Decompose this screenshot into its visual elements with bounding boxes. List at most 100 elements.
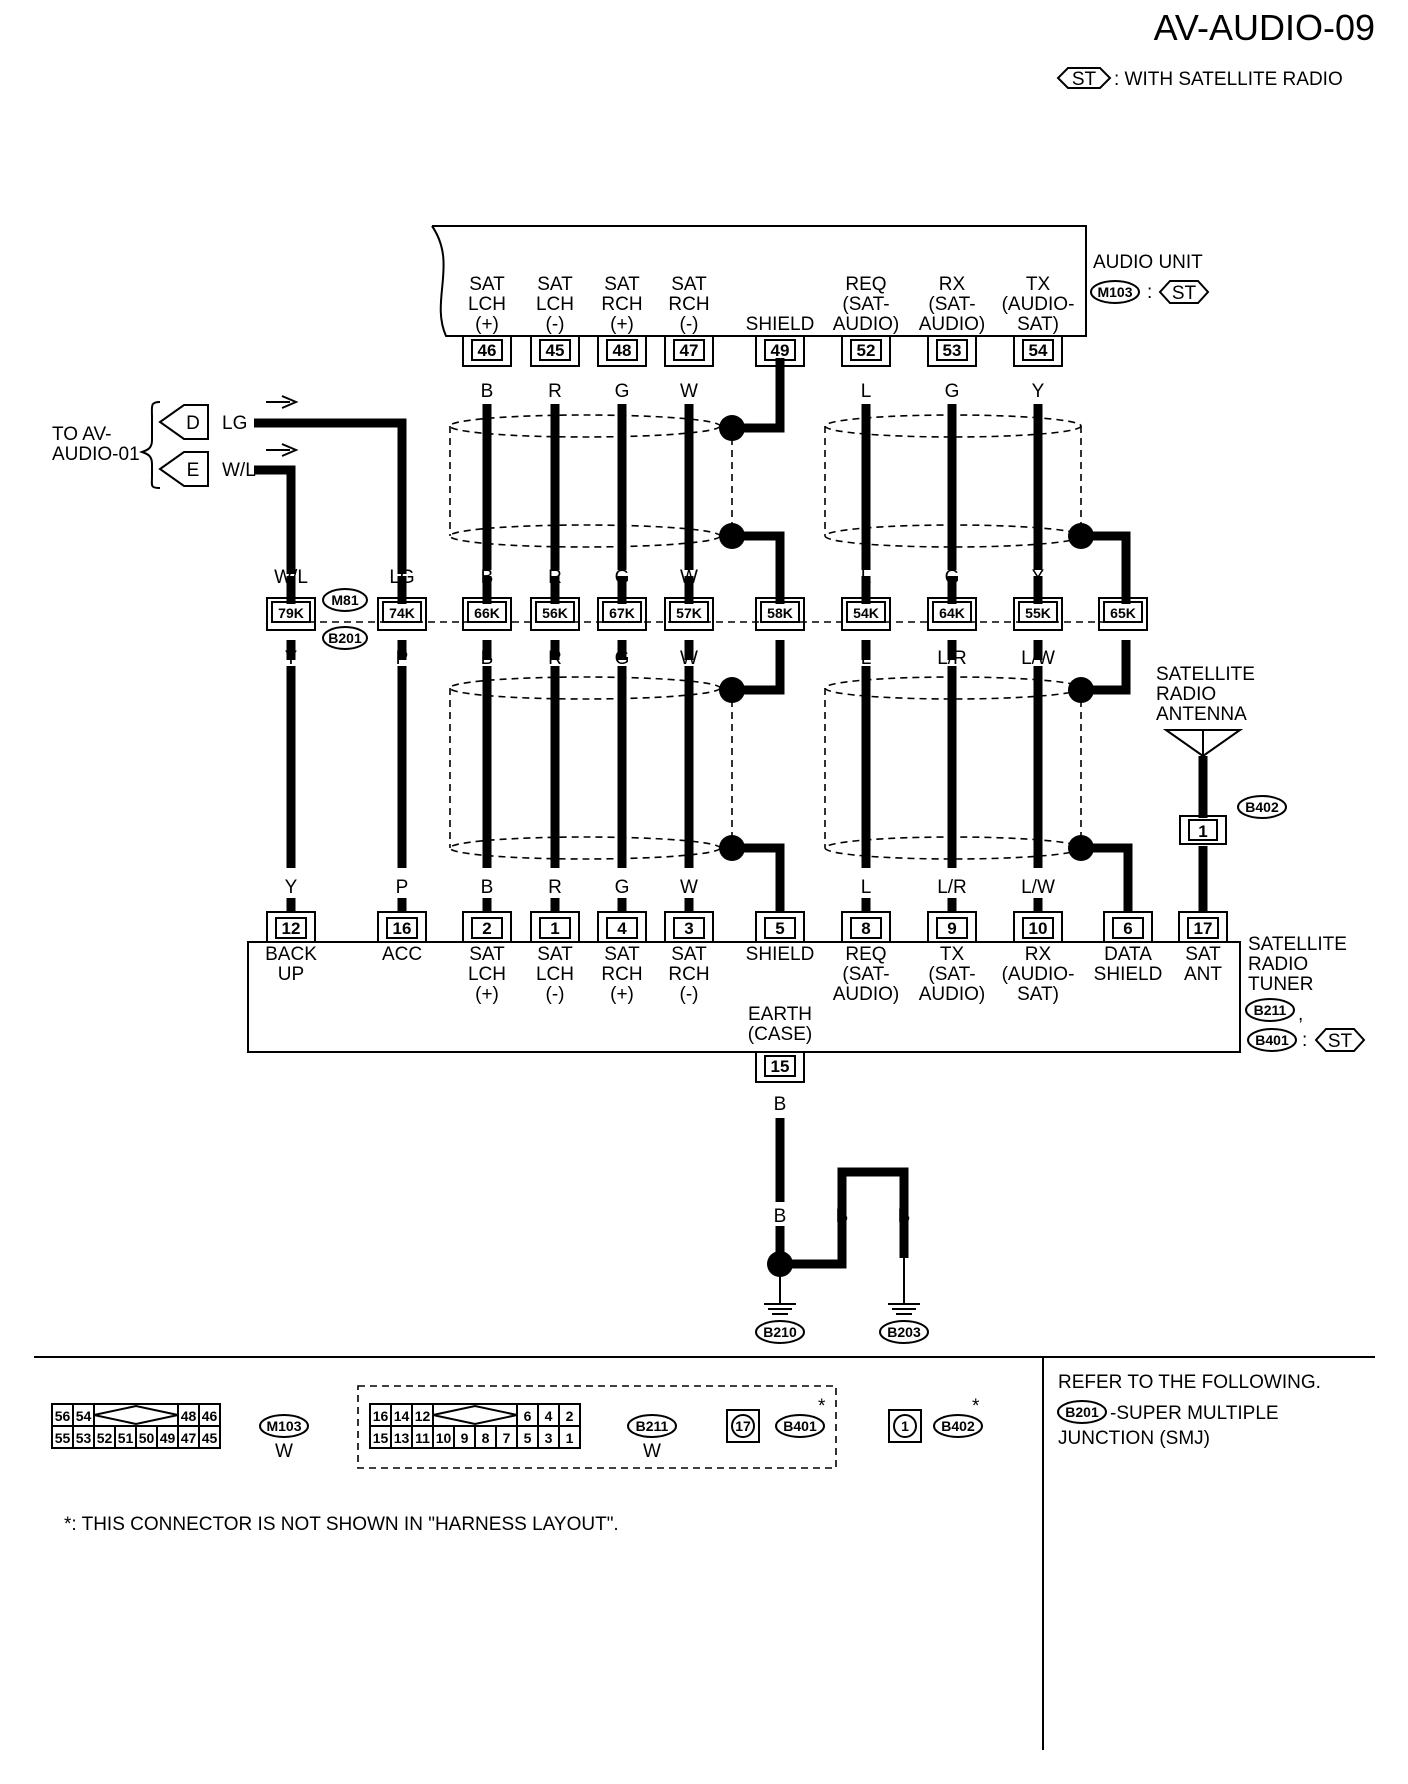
cv-pin: 3	[545, 1430, 553, 1446]
refer-title: REFER TO THE FOLLOWING.	[1058, 1372, 1321, 1393]
junction-connector-m81: M81	[331, 592, 358, 608]
ground-b210-code: B210	[763, 1324, 797, 1340]
refer-text: -SUPER MULTIPLE	[1110, 1403, 1279, 1424]
terminal-label: (-)	[680, 984, 699, 1005]
antenna-line3: ANTENNA	[1156, 704, 1247, 725]
terminal-label: REQ	[845, 274, 886, 295]
connector-view-b211-label: B211 W	[627, 1414, 677, 1462]
terminal-label: (-)	[546, 314, 565, 335]
terminal-label: LCH	[468, 964, 506, 985]
terminal-label: SHIELD	[746, 944, 815, 965]
cv-b402-pin: 1	[901, 1418, 909, 1434]
cv-pin: 9	[461, 1430, 469, 1446]
wire-color: G	[945, 567, 960, 588]
wire-color: L/W	[1021, 648, 1055, 669]
ground-b203-code: B203	[887, 1324, 921, 1340]
cv-pin: 47	[181, 1430, 197, 1446]
terminal-label: RCH	[668, 964, 709, 985]
terminal-label: SAT)	[1017, 314, 1059, 335]
cv-b211-code: B211	[636, 1418, 669, 1434]
terminal-label: SHIELD	[1094, 964, 1163, 985]
wire-lg	[254, 418, 407, 574]
splice-dot	[719, 523, 745, 549]
wire-color: R	[548, 567, 562, 588]
wire-color: Y	[1032, 567, 1045, 588]
junction-connector-b201: B201	[328, 630, 362, 646]
cv-pin: 7	[503, 1430, 511, 1446]
wire-color: L/W	[1021, 877, 1055, 898]
splice-dot	[1068, 835, 1094, 861]
terminal-label: (AUDIO-	[1002, 964, 1075, 985]
terminal-label: (-)	[680, 314, 699, 335]
splice-dot	[719, 415, 745, 441]
terminal-label: (SAT-	[928, 964, 975, 985]
terminal-label: (AUDIO-	[1002, 294, 1075, 315]
terminal-label: SAT	[671, 274, 707, 295]
junction-pin: Y 55K L/W	[1013, 567, 1063, 669]
wire-color: B	[481, 877, 494, 898]
cv-pin: 10	[436, 1430, 452, 1446]
audio-unit-badge: ST	[1172, 283, 1197, 304]
terminal-label: (+)	[475, 314, 499, 335]
terminal-label: ANT	[1184, 964, 1222, 985]
junction-pin-label: 58K	[767, 605, 793, 621]
junction-pin-label: 57K	[676, 605, 702, 621]
cv-b211-color: W	[643, 1441, 661, 1462]
cv-pin: 46	[202, 1408, 218, 1424]
terminal-label: (SAT-	[928, 294, 975, 315]
ground-b203-wire: B	[898, 1206, 911, 1227]
wire-color: W	[680, 877, 698, 898]
earth-terminal: EARTH (CASE) 15 B	[748, 1004, 812, 1115]
terminal-label: RCH	[601, 964, 642, 985]
antenna-icon	[1162, 729, 1244, 758]
terminal-pin: 47	[680, 341, 699, 360]
antenna-line2: RADIO	[1156, 684, 1216, 705]
wire-color: W/L	[274, 567, 308, 588]
junction-connectors: M81 B201	[322, 588, 368, 650]
wire-color: B	[481, 567, 494, 588]
terminal-label: LCH	[468, 294, 506, 315]
earth-label-line2: (CASE)	[748, 1024, 812, 1045]
wire-color: Y	[285, 648, 298, 669]
cv-pin: 14	[394, 1408, 410, 1424]
ground-b210-icon	[764, 1276, 796, 1315]
terminal-label: SHIELD	[746, 314, 815, 335]
wire-color: R	[548, 381, 562, 402]
cv-pin: 6	[524, 1408, 532, 1424]
terminal-pin: 3	[684, 919, 693, 938]
junction-pin-label: 64K	[939, 605, 965, 621]
junction-pin-label: 55K	[1025, 605, 1051, 621]
legend-code: ST	[1072, 69, 1097, 90]
wire-color: B	[481, 381, 494, 402]
ground-jumper-wire: B	[836, 1206, 849, 1227]
wire-color: L	[861, 648, 872, 669]
footnote: *: THIS CONNECTOR IS NOT SHOWN IN "HARNE…	[64, 1514, 619, 1535]
cv-pin: 16	[373, 1408, 389, 1424]
terminal-label: RX	[1025, 944, 1052, 965]
cv-pin: 56	[55, 1408, 71, 1424]
legend: ST : WITH SATELLITE RADIO	[1056, 67, 1343, 90]
legend-text: : WITH SATELLITE RADIO	[1114, 69, 1343, 90]
junction-pin: 58K	[755, 597, 805, 631]
wire-color: L	[861, 567, 872, 588]
audio-unit-label: AUDIO UNIT M103 : ST	[1090, 252, 1210, 304]
terminal-pin: 12	[282, 919, 301, 938]
tuner-name-line3: TUNER	[1248, 974, 1313, 995]
wire-color: P	[396, 877, 409, 898]
terminal-label: (+)	[610, 984, 634, 1005]
terminal-pin: 52	[857, 341, 876, 360]
terminal-label: (+)	[475, 984, 499, 1005]
